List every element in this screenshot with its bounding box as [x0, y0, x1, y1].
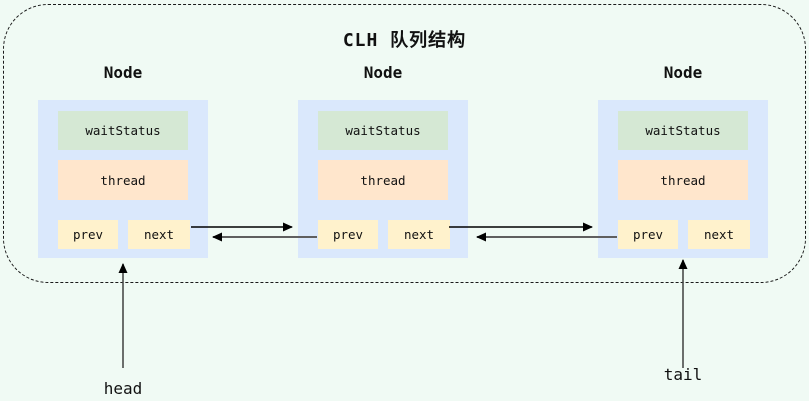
node-2-label: Node — [363, 63, 403, 82]
node-3-container: waitStatus thread prev next — [598, 100, 768, 258]
node-3-prev-cell: prev — [618, 220, 678, 249]
node-2-wait-status-cell: waitStatus — [318, 111, 448, 150]
node-3-thread-cell: thread — [618, 160, 748, 200]
diagram-title: CLH 队列结构 — [342, 30, 467, 51]
node-1-container: waitStatus thread prev next — [38, 100, 208, 258]
node-2-next-cell: next — [388, 220, 450, 249]
node-1-prev-cell: prev — [58, 220, 118, 249]
node-3-next-cell: next — [688, 220, 750, 249]
node-1-thread-cell: thread — [58, 160, 188, 200]
node-2-prev-cell: prev — [318, 220, 378, 249]
node-2-container: waitStatus thread prev next — [298, 100, 468, 258]
head-pointer-label: head — [103, 379, 143, 398]
dashed-boundary — [3, 4, 806, 283]
node-2-thread-cell: thread — [318, 160, 448, 200]
node-1-next-cell: next — [128, 220, 190, 249]
node-3-wait-status-cell: waitStatus — [618, 111, 748, 150]
node-1-label: Node — [103, 63, 143, 82]
node-1-wait-status-cell: waitStatus — [58, 111, 188, 150]
tail-pointer-label: tail — [663, 365, 703, 384]
node-3-label: Node — [663, 63, 703, 82]
